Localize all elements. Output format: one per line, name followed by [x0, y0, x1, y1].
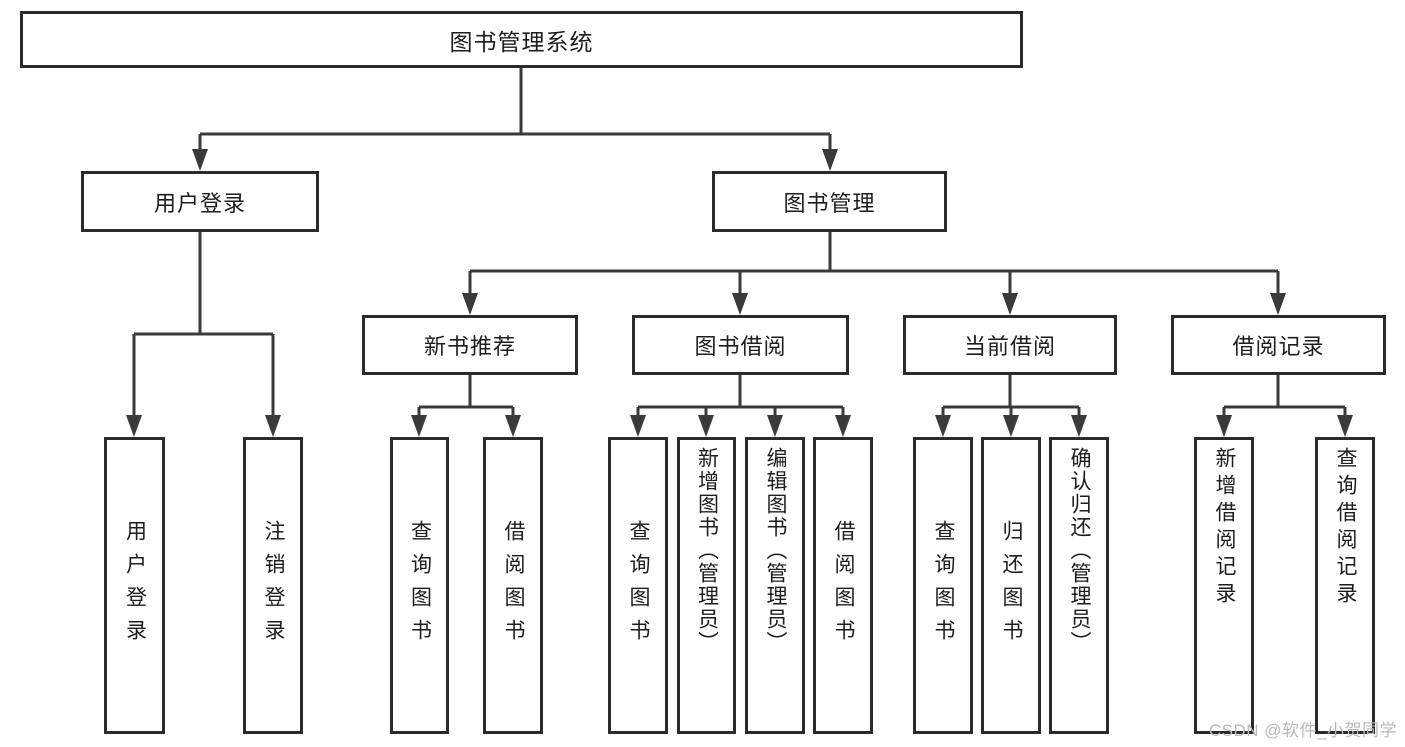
node-box-leaf-add-record[interactable] [1194, 437, 1254, 734]
node-box-user-login[interactable] [81, 171, 319, 232]
node-box-leaf-confirm-return[interactable] [1049, 437, 1109, 734]
connector-arrowhead [192, 149, 208, 171]
connector-arrowhead [1216, 415, 1232, 437]
connector-arrowhead [1002, 293, 1018, 315]
node-box-leaf-user-login[interactable] [104, 437, 165, 734]
node-box-leaf-add-book[interactable] [677, 437, 736, 734]
connector-new-book-rec-split [411, 375, 521, 437]
watermark-text: CSDN @软件_小贺同学 [1208, 721, 1397, 740]
connector-arrowhead [1071, 415, 1087, 437]
node-box-new-book-rec[interactable] [362, 315, 578, 375]
connector-book-borrow-split [630, 375, 851, 437]
connector-root-split [192, 68, 838, 171]
connector-arrowhead [630, 415, 646, 437]
node-box-borrow-record[interactable] [1171, 315, 1386, 375]
node-box-leaf-return-book[interactable] [981, 437, 1041, 734]
connector-user-login-split [126, 232, 281, 437]
connector-arrowhead [126, 415, 142, 437]
connector-arrowhead [505, 415, 521, 437]
connector-arrowhead [462, 293, 478, 315]
node-box-leaf-query-book-2[interactable] [608, 437, 668, 734]
node-box-leaf-query-book-1[interactable] [390, 437, 449, 734]
connector-arrowhead [1003, 415, 1019, 437]
connector-book-manage-split [462, 232, 1286, 315]
node-box-leaf-edit-book[interactable] [745, 437, 805, 734]
node-box-leaf-borrow-book-2[interactable] [813, 437, 873, 734]
connector-current-borrow-split [935, 375, 1087, 437]
connector-arrowhead [935, 415, 951, 437]
connector-arrowhead [822, 149, 838, 171]
connector-arrowhead [1337, 415, 1353, 437]
connector-arrowhead [698, 415, 714, 437]
connector-arrowhead [835, 415, 851, 437]
node-box-leaf-borrow-book-1[interactable] [483, 437, 543, 734]
node-box-leaf-query-book-3[interactable] [913, 437, 973, 734]
connector-arrowhead [732, 293, 748, 315]
connector-arrowhead [767, 415, 783, 437]
connector-borrow-record-split [1216, 375, 1353, 437]
node-box-book-borrow[interactable] [632, 315, 849, 375]
node-box-current-borrow[interactable] [903, 315, 1117, 375]
node-box-leaf-logout[interactable] [243, 437, 303, 734]
connector-arrowhead [1270, 293, 1286, 315]
connector-arrowhead [411, 415, 427, 437]
node-layer [20, 11, 1386, 734]
node-box-book-manage[interactable] [712, 171, 947, 232]
connector-arrowhead [265, 415, 281, 437]
connector-layer [126, 68, 1353, 437]
node-box-leaf-query-record[interactable] [1315, 437, 1375, 734]
node-box-root[interactable] [20, 11, 1023, 68]
